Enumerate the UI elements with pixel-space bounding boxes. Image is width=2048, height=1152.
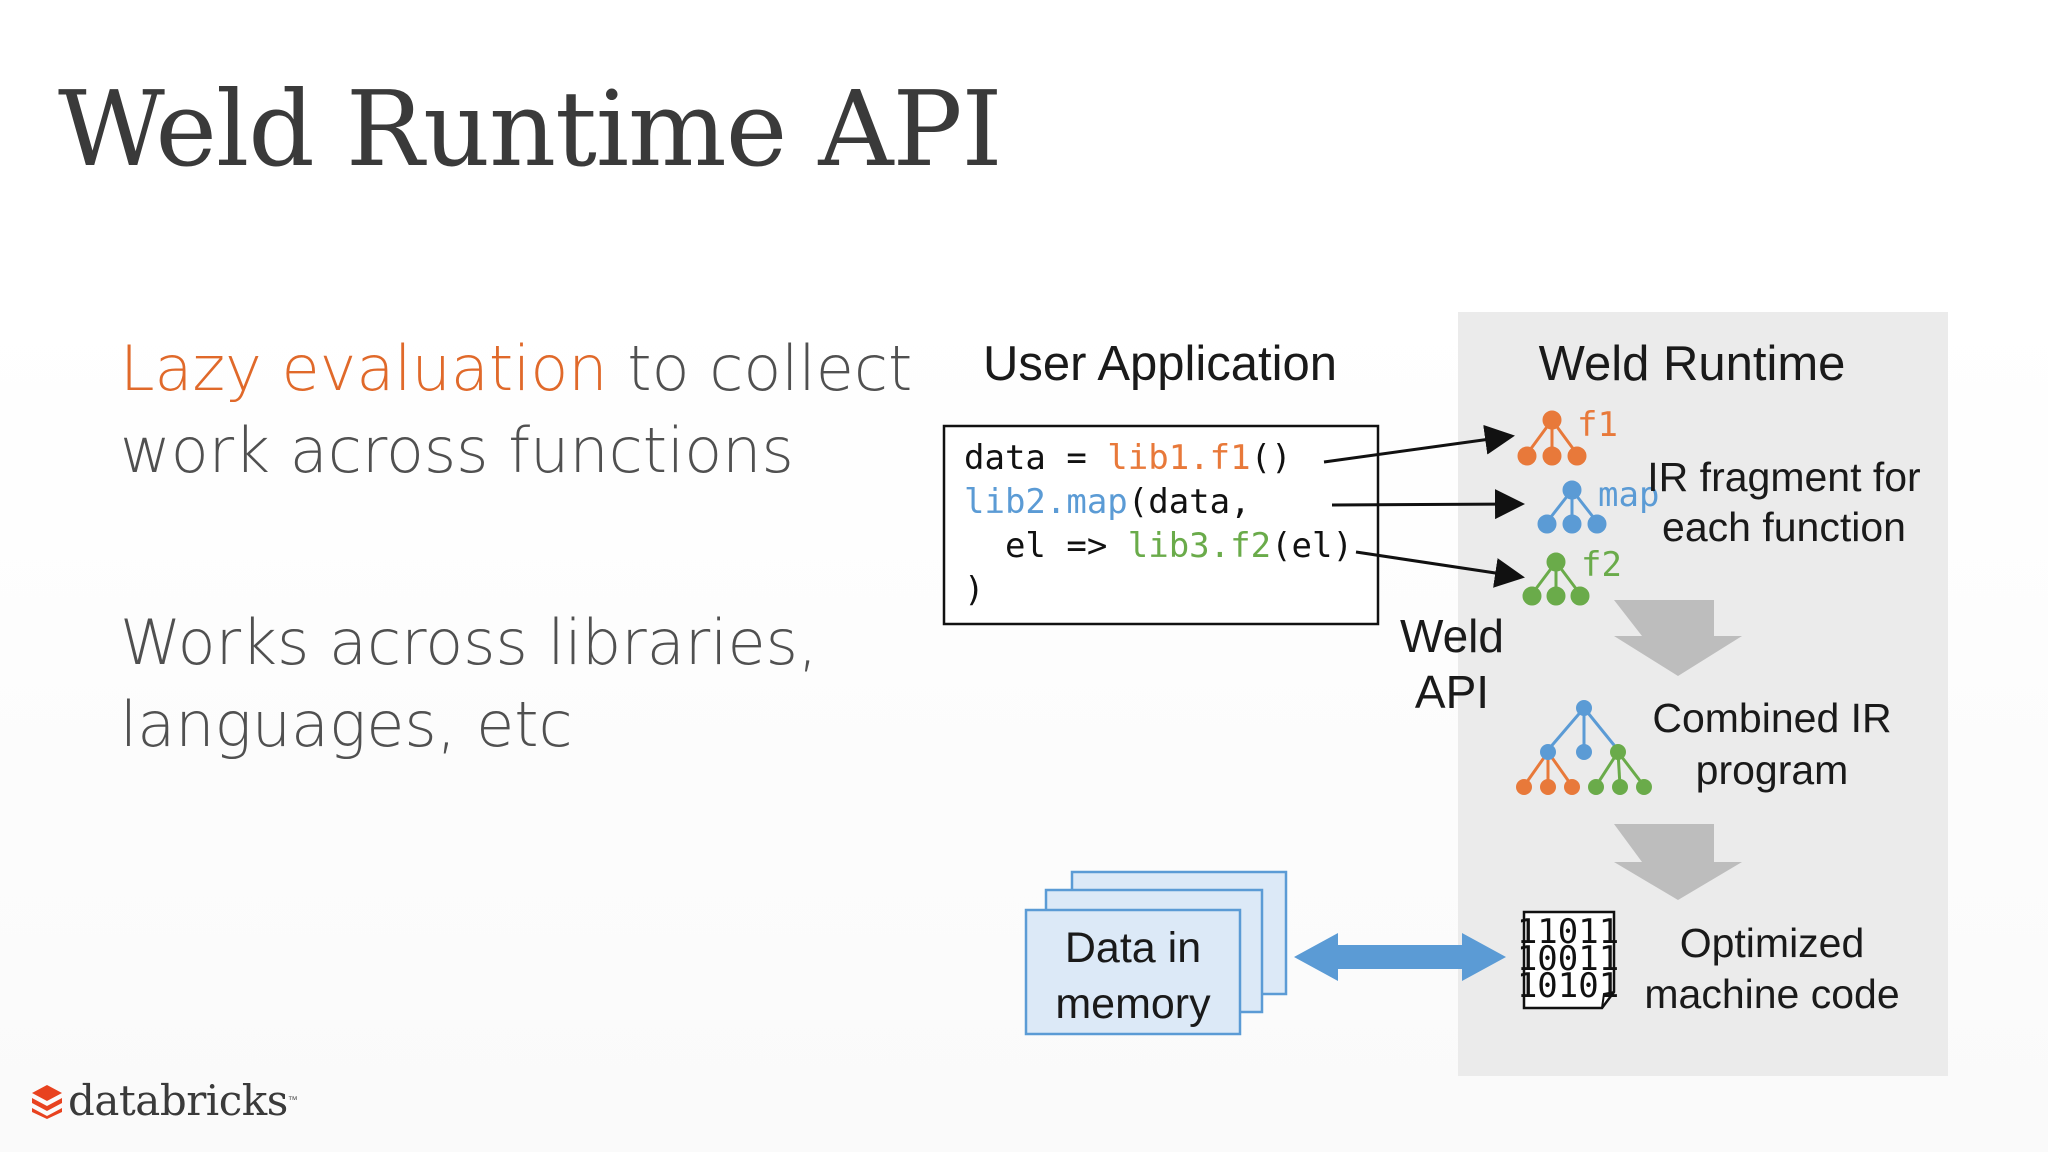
code-parens-1: () <box>1251 438 1292 478</box>
code-lib3-f2: lib3.f2 <box>1128 526 1271 566</box>
combined-ir-tree-icon <box>1516 700 1652 795</box>
bullet-1-line-2: work across functions <box>120 414 794 487</box>
weld-api-label-2: API <box>1415 666 1489 718</box>
binary-line-2: 10011 <box>1517 939 1619 979</box>
code-data-assign: data = <box>964 438 1107 478</box>
bullet-1-accent: Lazy evaluation <box>120 332 608 405</box>
down-arrow-1-icon <box>1614 600 1742 676</box>
code-line-3: el => lib3.f2(el) <box>964 526 1353 566</box>
code-line-2: lib2.map(data, <box>964 482 1251 522</box>
memory-label-2: memory <box>1055 980 1211 1028</box>
code-box <box>942 424 1380 626</box>
code-map-args: (data, <box>1128 482 1251 522</box>
combined-ir-label-1: Combined IR <box>1652 695 1891 741</box>
bullet-1-rest: to collect <box>607 332 913 405</box>
bullet-lazy-evaluation: Lazy evaluation to collect work across f… <box>120 328 912 492</box>
slide-title: Weld Runtime API <box>58 68 1003 190</box>
tree-f2-icon <box>1522 552 1590 606</box>
optimized-label-1: Optimized <box>1680 920 1865 966</box>
tree-f2-label: f2 <box>1581 545 1622 585</box>
ir-fragment-label-2: each function <box>1662 504 1906 550</box>
bullet-1-line-1: Lazy evaluation to collect <box>120 328 912 410</box>
double-arrow-icon <box>1294 933 1506 981</box>
databricks-logo-icon <box>32 1084 62 1119</box>
arrow-f2 <box>1355 550 1525 588</box>
arrow-f1 <box>1323 424 1515 464</box>
down-arrow-2-icon <box>1614 824 1742 900</box>
optimized-label-2: machine code <box>1644 971 1899 1017</box>
code-line-1: data = lib1.f1() <box>964 438 1292 478</box>
ir-fragment-label-1: IR fragment for <box>1647 454 1920 500</box>
code-f2-args: (el) <box>1271 526 1353 566</box>
trademark-mark: ™ <box>287 1095 298 1106</box>
code-line-4: ) <box>964 570 984 610</box>
tree-f1-label: f1 <box>1577 405 1618 445</box>
code-lambda: el => <box>964 526 1128 566</box>
tree-map-icon <box>1537 480 1607 534</box>
tree-map-label: map <box>1598 475 1659 515</box>
memory-stack-icon <box>1024 870 1288 1036</box>
binary-line-1: 11011 <box>1517 912 1619 952</box>
databricks-logo-text: databricks <box>68 1076 288 1125</box>
user-application-label: User Application <box>983 337 1337 391</box>
code-lib1-f1: lib1.f1 <box>1107 438 1250 478</box>
code-lib2-map: lib2.map <box>964 482 1128 522</box>
combined-ir-label-2: program <box>1696 747 1849 793</box>
tree-f1-icon <box>1517 410 1587 466</box>
bullet-2-line-2: languages, etc <box>120 688 573 761</box>
weld-api-label-1: Weld <box>1400 610 1504 662</box>
memory-label-1: Data in <box>1065 924 1201 972</box>
binary-document-icon: 11011 10011 10101 <box>1517 910 1619 1010</box>
bullet-works-across: Works across libraries, languages, etc <box>120 602 818 766</box>
arrow-map <box>1331 489 1525 520</box>
binary-line-3: 10101 <box>1517 966 1619 1006</box>
bullet-2-line-1: Works across libraries, <box>120 606 818 679</box>
weld-runtime-label: Weld Runtime <box>1539 337 1846 391</box>
